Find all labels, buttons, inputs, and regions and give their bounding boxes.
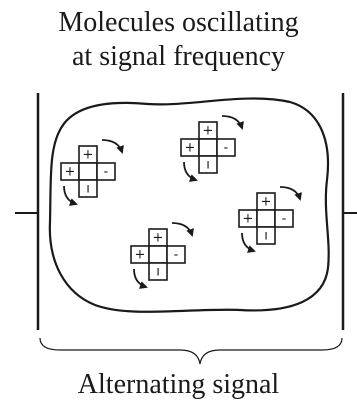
polar-molecule: + + - ı: [180, 115, 244, 182]
molecule-center-cell: [256, 209, 276, 228]
curly-brace: [39, 337, 343, 365]
polar-molecule: + + - ı: [130, 222, 194, 289]
positive-charge-left: +: [135, 248, 146, 263]
positive-charge-left: +: [65, 165, 76, 180]
negative-charge-bottom: ı: [86, 182, 90, 197]
title-line-2: at signal frequency: [71, 41, 286, 72]
negative-charge-right: -: [104, 165, 109, 180]
molecule-bottom-cell: [148, 262, 168, 281]
positive-charge-left: +: [185, 141, 196, 156]
molecule-center-cell: [148, 245, 168, 264]
negative-charge-bottom: ı: [206, 158, 210, 173]
rotation-arrow-icon: [279, 186, 302, 201]
alternating-signal-label: Alternating signal: [77, 369, 280, 400]
rotation-arrow-icon: [171, 222, 194, 237]
negative-charge-bottom: ı: [156, 265, 160, 280]
title-line-1: Molecules oscillating: [58, 7, 299, 38]
positive-charge-top: +: [203, 124, 214, 139]
molecule-center-cell: [198, 138, 218, 157]
rotation-arrow-icon: [101, 139, 124, 154]
rotation-arrow-icon: [133, 268, 148, 289]
molecule-right-cell: [166, 245, 186, 264]
rotation-arrow-icon: [241, 232, 256, 253]
positive-charge-top: +: [261, 195, 272, 210]
molecule-bottom-cell: [198, 155, 218, 174]
rotation-arrow-icon: [63, 185, 78, 206]
positive-charge-top: +: [83, 148, 94, 163]
negative-charge-bottom: ı: [264, 229, 268, 244]
positive-charge-left: +: [243, 212, 254, 227]
molecule-bottom-cell: [256, 226, 276, 245]
molecule-right-cell: [96, 162, 116, 181]
negative-charge-right: -: [174, 248, 179, 263]
rotation-arrow-icon: [183, 161, 198, 182]
negative-charge-right: -: [282, 212, 287, 227]
dielectric-material-outline: [48, 97, 330, 313]
polar-molecule: + + - ı: [238, 186, 302, 253]
polar-molecule: + + - ı: [60, 139, 124, 206]
molecule-right-cell: [216, 138, 236, 157]
positive-charge-top: +: [153, 231, 164, 246]
negative-charge-right: -: [224, 141, 229, 156]
rotation-arrow-icon: [221, 115, 244, 130]
molecule-right-cell: [274, 209, 294, 228]
molecule-center-cell: [78, 162, 98, 181]
molecule-bottom-cell: [78, 179, 98, 198]
diagram-title: Molecules oscillating at signal frequenc…: [0, 6, 357, 74]
